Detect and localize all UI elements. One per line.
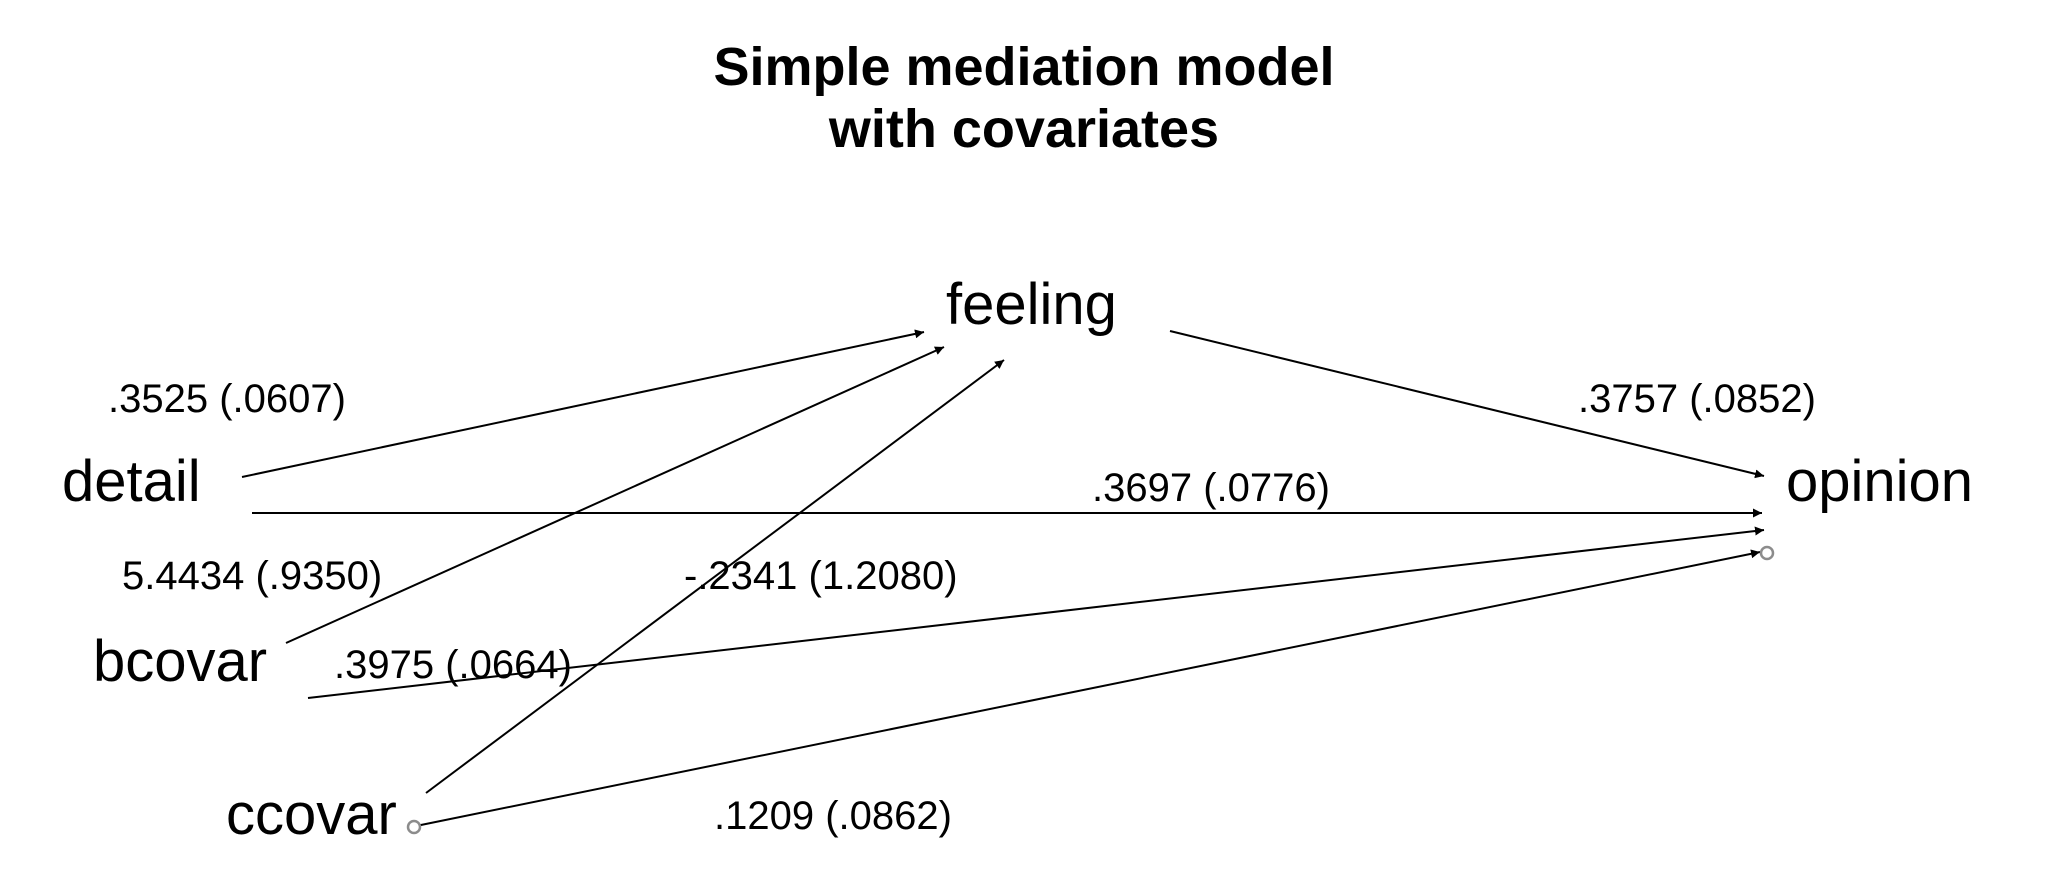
diagram-title-line-1: Simple mediation model: [713, 37, 1335, 97]
arrow-feeling-to-opinion: [1169, 330, 1765, 479]
node-detail[interactable]: detail: [62, 449, 201, 514]
arrow-ccovar-to-opinion: [415, 549, 1761, 827]
coef-feeling-to-opinion: .3757 (.0852): [1578, 377, 1816, 421]
arrow-detail-to-feeling: [241, 329, 925, 478]
node-feeling[interactable]: feeling: [946, 272, 1117, 337]
coef-detail-to-feeling: .3525 (.0607): [108, 377, 346, 421]
coef-ccovar-to-opinion: .1209 (.0862): [714, 794, 952, 838]
coef-detail-to-opinion: .3697 (.0776): [1092, 466, 1330, 510]
connector-handle-opinion[interactable]: [1759, 545, 1775, 561]
arrow-bcovar-to-feeling: [285, 346, 945, 644]
connector-handle-ccovar[interactable]: [406, 819, 422, 835]
coef-bcovar-to-opinion: .3975 (.0664): [334, 643, 572, 687]
node-opinion[interactable]: opinion: [1786, 449, 1974, 514]
coef-bcovar-to-feeling: 5.4434 (.9350): [122, 554, 383, 598]
node-ccovar[interactable]: ccovar: [226, 782, 397, 847]
arrow-bcovar-to-opinion: [307, 526, 1765, 699]
diagram-title-line-2: with covariates: [828, 99, 1220, 159]
arrow-ccovar-to-feeling: [425, 359, 1005, 794]
coef-ccovar-to-feeling: -.2341 (1.2080): [684, 554, 958, 598]
node-bcovar[interactable]: bcovar: [93, 629, 268, 694]
